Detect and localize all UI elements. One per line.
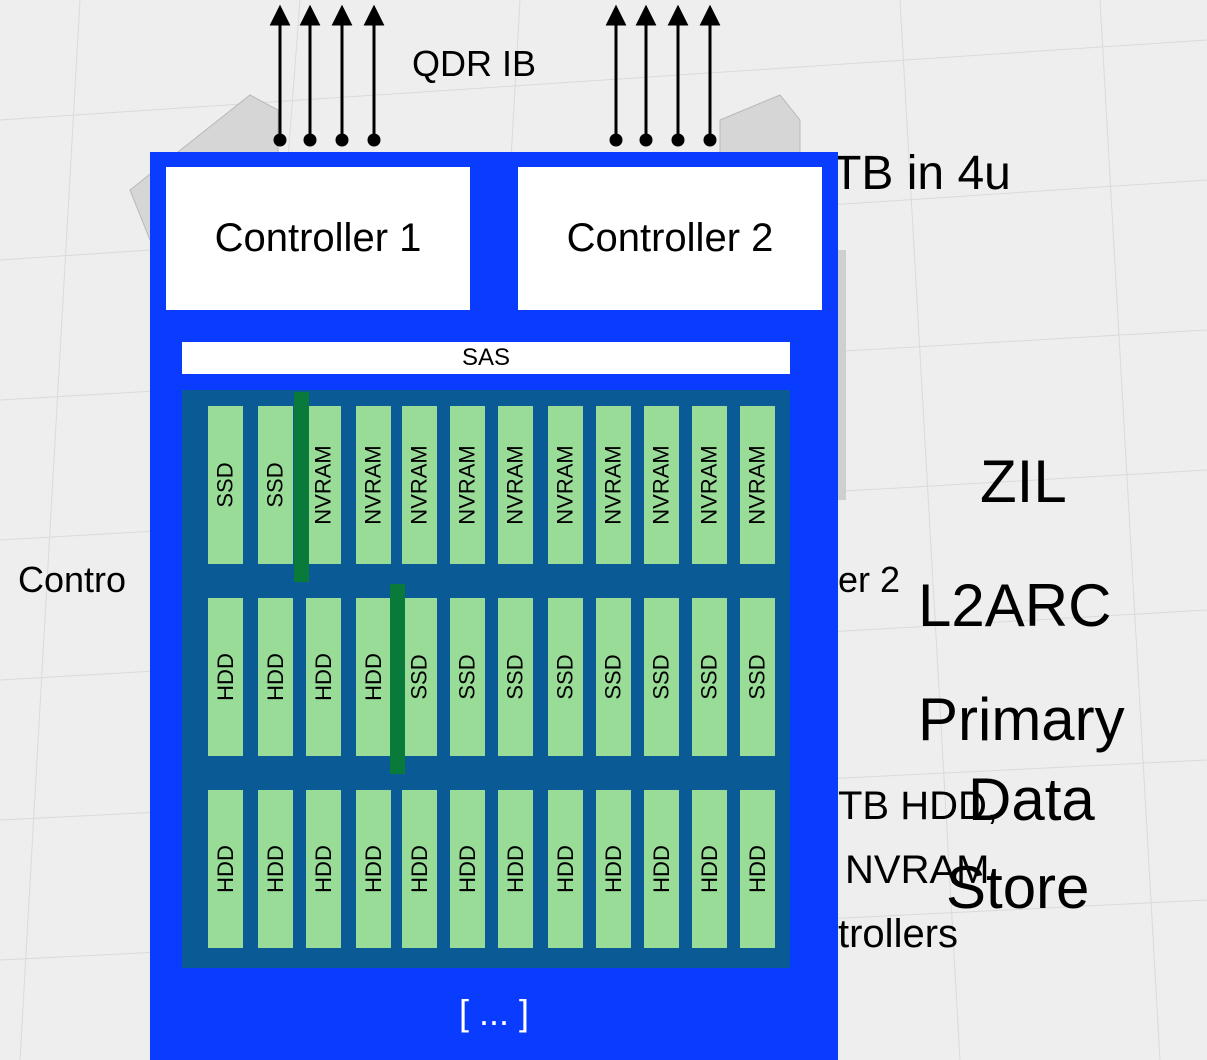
drive-label: NVRAM	[454, 445, 480, 525]
background-controller-label: Contro	[18, 559, 127, 600]
drive-label: HDD	[696, 845, 722, 893]
drive-label: SSD	[502, 654, 528, 700]
primary-data-store-line-2: Data	[968, 766, 1095, 833]
drive-label: SSD	[696, 654, 722, 700]
drive-label: HDD	[360, 653, 386, 701]
group-separator	[390, 584, 405, 774]
drive-label: HDD	[406, 845, 432, 893]
group-separator	[294, 392, 309, 582]
drive-label: HDD	[310, 845, 336, 893]
controller-1-label: Controller 1	[214, 216, 422, 260]
drive-r0-c9: NVRAM	[644, 406, 679, 564]
drive-r0-c4: NVRAM	[402, 406, 437, 564]
drive-label: SSD	[212, 462, 238, 508]
drive-r0-c2: NVRAM	[306, 406, 341, 564]
drive-r2-c2: HDD	[306, 790, 341, 948]
drive-label: HDD	[262, 653, 288, 701]
drive-label: NVRAM	[648, 445, 674, 525]
drive-label: NVRAM	[744, 445, 770, 525]
drive-r1-c6: SSD	[498, 598, 533, 756]
sas-bus: SAS	[182, 342, 790, 374]
zil-label: ZIL	[980, 448, 1067, 515]
drive-r1-c10: SSD	[692, 598, 727, 756]
controller-2: Controller 2	[518, 167, 822, 310]
drive-label: NVRAM	[502, 445, 528, 525]
drive-label: HDD	[212, 845, 238, 893]
drive-label: SSD	[648, 654, 674, 700]
drive-r2-c10: HDD	[692, 790, 727, 948]
drive-label: HDD	[648, 845, 674, 893]
drive-label: HDD	[360, 845, 386, 893]
drive-r2-c7: HDD	[548, 790, 583, 948]
drive-r2-c0: HDD	[208, 790, 243, 948]
drive-r0-c7: NVRAM	[548, 406, 583, 564]
drive-tray: SSD SSD NVRAM NVRAM NVRAM NVRAM NVRAM NV…	[182, 390, 790, 968]
drive-label: HDD	[502, 845, 528, 893]
controller-1: Controller 1	[166, 167, 470, 310]
drive-r2-c4: HDD	[402, 790, 437, 948]
drive-r1-c9: SSD	[644, 598, 679, 756]
drive-label: NVRAM	[696, 445, 722, 525]
drive-r1-c2: HDD	[306, 598, 341, 756]
drive-label: HDD	[212, 653, 238, 701]
drive-r0-c11: NVRAM	[740, 406, 775, 564]
background-spec-line-2: NVRAM	[845, 848, 990, 892]
drive-r1-c11: SSD	[740, 598, 775, 756]
drive-label: SSD	[600, 654, 626, 700]
drive-r1-c7: SSD	[548, 598, 583, 756]
network-links	[269, 4, 721, 147]
drive-r1-c3: HDD	[356, 598, 391, 756]
drive-r0-c5: NVRAM	[450, 406, 485, 564]
storage-enclosure: Controller 1 Controller 2 SAS SSD SSD NV…	[150, 152, 838, 1060]
drive-r0-c3: NVRAM	[356, 406, 391, 564]
drive-label: HDD	[744, 845, 770, 893]
drive-r2-c11: HDD	[740, 790, 775, 948]
drive-label: SSD	[406, 654, 432, 700]
network-label: QDR IB	[412, 43, 537, 84]
drive-label: NVRAM	[406, 445, 432, 525]
drive-r0-c1: SSD	[258, 406, 293, 564]
drive-r0-c0: SSD	[208, 406, 243, 564]
drive-label: SSD	[454, 654, 480, 700]
drive-label: SSD	[744, 654, 770, 700]
primary-data-store-line-3: Store	[946, 854, 1090, 921]
drive-label: NVRAM	[600, 445, 626, 525]
background-controller-2-label: er 2	[838, 559, 901, 600]
drive-r0-c8: NVRAM	[596, 406, 631, 564]
drive-r1-c1: HDD	[258, 598, 293, 756]
drive-r1-c5: SSD	[450, 598, 485, 756]
drive-label: SSD	[262, 462, 288, 508]
drive-label: NVRAM	[310, 445, 336, 525]
drive-r2-c6: HDD	[498, 790, 533, 948]
controller-2-label: Controller 2	[566, 216, 774, 260]
more-drives-ellipsis: [ ... ]	[458, 992, 529, 1033]
drive-r2-c1: HDD	[258, 790, 293, 948]
drive-r2-c3: HDD	[356, 790, 391, 948]
l2arc-label: L2ARC	[918, 572, 1112, 639]
drive-label: SSD	[552, 654, 578, 700]
drive-label: HDD	[552, 845, 578, 893]
drive-label: HDD	[600, 845, 626, 893]
drive-r2-c8: HDD	[596, 790, 631, 948]
primary-data-store-line-1: Primary	[918, 686, 1125, 753]
drive-label: NVRAM	[552, 445, 578, 525]
drive-r2-c9: HDD	[644, 790, 679, 948]
drive-r2-c5: HDD	[450, 790, 485, 948]
drive-label: HDD	[454, 845, 480, 893]
background-spec-line-1: TB HDD,	[838, 784, 998, 828]
background-spec-line-3: trollers	[838, 912, 959, 956]
drive-label: HDD	[310, 653, 336, 701]
drive-r1-c8: SSD	[596, 598, 631, 756]
drive-label: NVRAM	[360, 445, 386, 525]
drive-r0-c6: NVRAM	[498, 406, 533, 564]
drive-r1-c0: HDD	[208, 598, 243, 756]
drive-label: HDD	[262, 845, 288, 893]
drive-r0-c10: NVRAM	[692, 406, 727, 564]
drive-r1-c4: SSD	[402, 598, 437, 756]
